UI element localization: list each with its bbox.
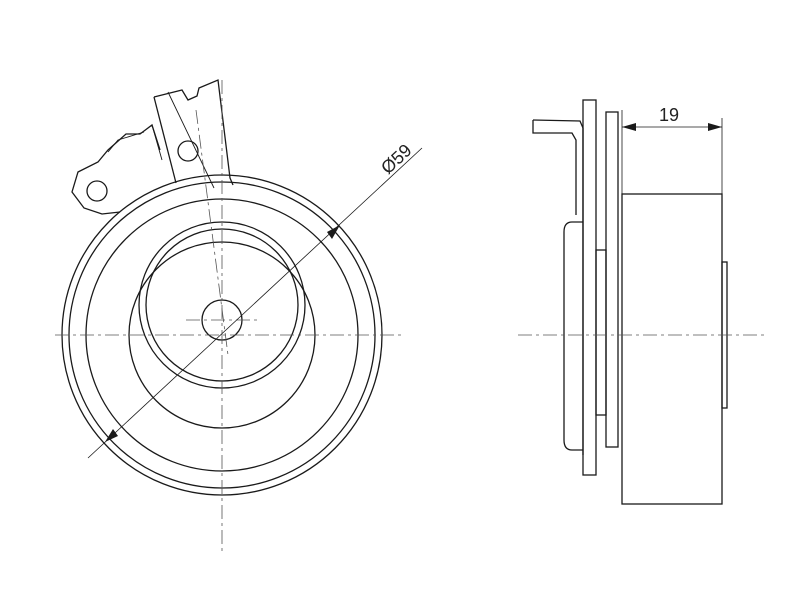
width-arrow-left: [622, 123, 636, 131]
width-label: 19: [659, 105, 679, 125]
side-view: 19: [518, 99, 765, 505]
tensioner-arm: [71, 79, 234, 215]
diameter-arrow-lower: [105, 429, 118, 442]
width-arrow-right: [708, 123, 722, 131]
mounting-plate: [582, 99, 597, 476]
diameter-dimension: Ø59: [87, 140, 423, 459]
arm-hole-lower: [86, 180, 108, 202]
pulley-body: [621, 193, 723, 505]
width-dimension: 19: [621, 105, 723, 194]
diameter-label: Ø59: [377, 140, 416, 178]
arm-hole-upper: [177, 140, 199, 162]
diameter-arrow-upper: [327, 225, 340, 239]
arm-axis-centerline: [195, 109, 229, 356]
arm-plate: [605, 111, 619, 448]
back-plate: [595, 249, 607, 416]
front-view: Ø59: [55, 79, 423, 555]
back-cap: [563, 221, 583, 451]
